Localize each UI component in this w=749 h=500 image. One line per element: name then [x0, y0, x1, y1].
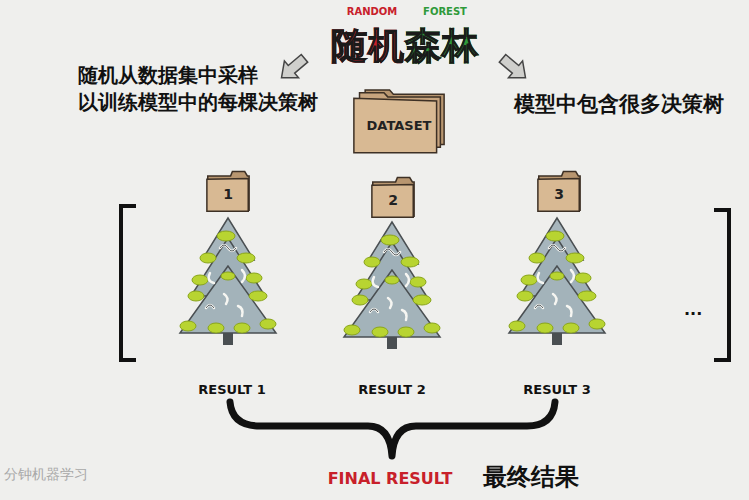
subtitle-word: FOREST	[423, 6, 467, 17]
final-result-cn: 最终结果	[483, 461, 579, 493]
result-label: RESULT 2	[358, 382, 425, 397]
sample-folder: 1	[206, 169, 250, 212]
title: 随机森林	[331, 22, 479, 71]
node-text: 2	[388, 192, 398, 208]
note: 随机从数据集中采样 以训练模型中的每棵决策树	[78, 62, 326, 116]
node-text: 1	[223, 186, 233, 202]
ellipsis: ...	[684, 300, 702, 319]
node-text: DATASET	[367, 118, 432, 133]
result-label: RESULT 1	[198, 382, 265, 397]
final-result: FINAL RESULT	[328, 469, 453, 488]
sample-folder: 2	[371, 175, 415, 218]
dataset-folder: DATASET	[352, 86, 446, 154]
subtitle-word: RANDOM	[347, 6, 398, 17]
watermark: 分钟机器学习	[4, 466, 88, 484]
note: 模型中包含很多决策树	[514, 90, 724, 118]
node-text: 3	[554, 186, 564, 202]
result-label: RESULT 3	[523, 382, 590, 397]
sample-folder: 3	[537, 169, 581, 212]
